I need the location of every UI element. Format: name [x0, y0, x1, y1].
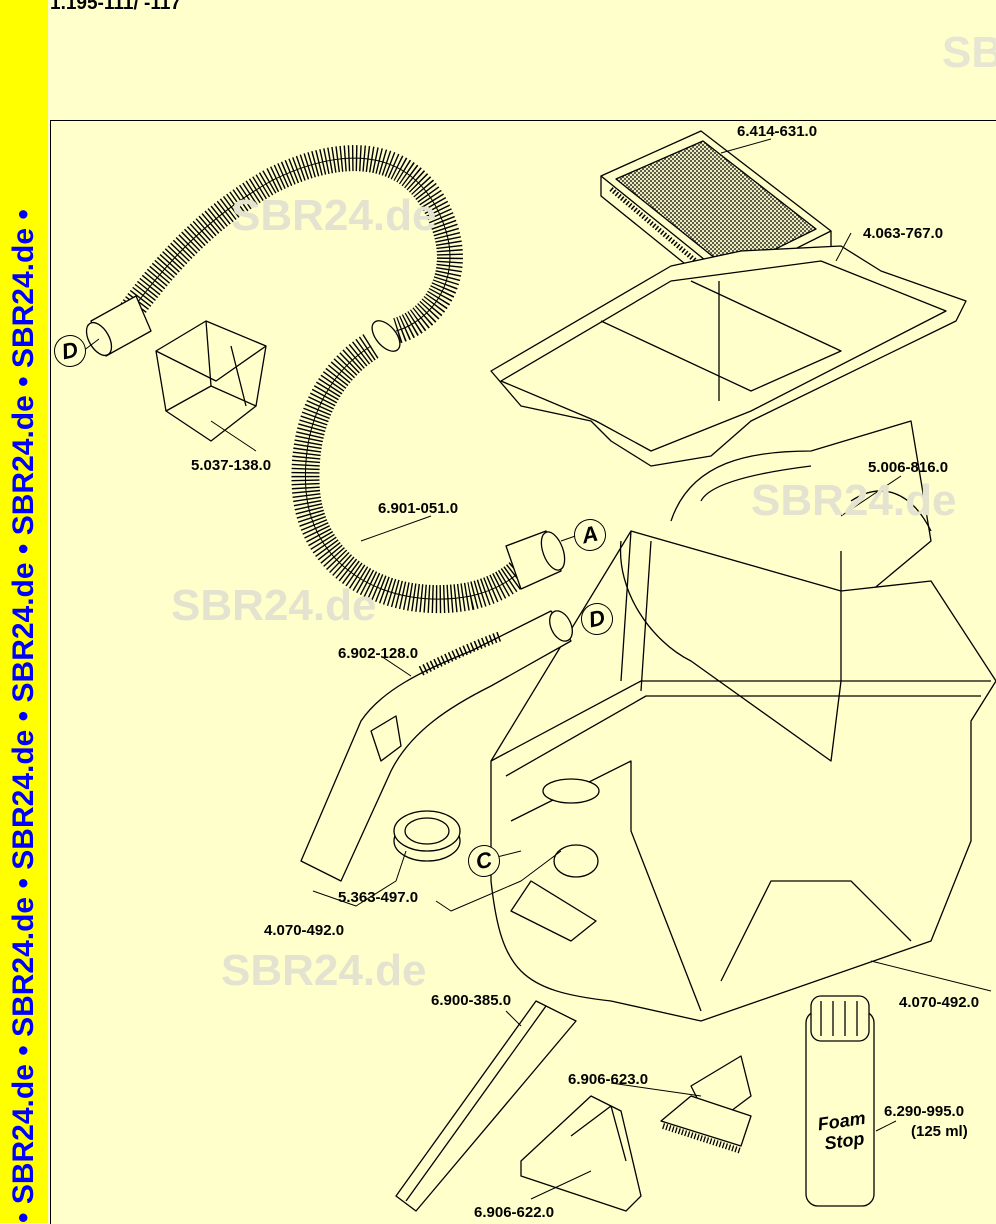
watermark: SBR24.de — [171, 581, 377, 630]
part-label-hose: 6.901-051.0 — [378, 500, 459, 517]
hose-handle-drawing — [300, 610, 573, 882]
parts-illustration — [82, 130, 996, 1212]
document-number: 1.195-111/ -117 — [50, 0, 182, 14]
part-label-float-cage: 5.006-816.0 — [868, 459, 949, 476]
part-label-filter: 6.414-631.0 — [737, 123, 818, 140]
part-label-foam-stop: 6.290-995.0 — [884, 1103, 965, 1120]
watermark-sidebar: • SBR24.de • SBR24.de • SBR24.de • SBR24… — [0, 0, 48, 1223]
part-label-gasket: 4.070-492.0 — [264, 922, 345, 939]
dirt-container-drawing — [490, 530, 996, 1022]
crevice-nozzle-drawing — [395, 1000, 577, 1212]
part-label-crevice-nozzle: 6.900-385.0 — [431, 992, 512, 1009]
corner-watermark: SB — [942, 28, 996, 77]
part-label-floor-nozzle: 6.906-622.0 — [474, 1204, 555, 1221]
hose-clip-drawing — [155, 320, 267, 442]
seal-ring-drawing — [393, 810, 461, 862]
foam-stop-bottle-drawing — [805, 995, 875, 1207]
float-cage-drawing — [670, 420, 932, 592]
part-label-lid: 4.063-767.0 — [863, 225, 944, 242]
leader-lines — [82, 138, 992, 1200]
part-label-foam-stop-volume: (125 ml) — [911, 1123, 968, 1140]
exploded-parts-diagram: SBR24.de SBR24.de SBR24.de SBR24.de 6.41… — [50, 120, 996, 1224]
part-label-handle: 6.902-128.0 — [338, 645, 419, 662]
part-label-seal-ring: 5.363-497.0 — [338, 889, 419, 906]
part-label-upholstery-nozzle: 6.906-623.0 — [568, 1071, 649, 1088]
watermark: SBR24.de — [221, 946, 427, 995]
suction-hose-drawing — [85, 145, 566, 614]
part-label-clip: 5.037-138.0 — [191, 457, 272, 474]
watermark: SBR24.de — [751, 476, 957, 525]
part-label-gasket-right: 4.070-492.0 — [899, 994, 980, 1011]
container-lid-drawing — [490, 245, 967, 467]
bottle-label: Foam Stop — [811, 1107, 876, 1155]
watermark: SBR24.de — [231, 191, 437, 240]
floor-nozzle-drawing — [520, 1095, 642, 1212]
upholstery-brush-drawing — [660, 1055, 752, 1154]
sidebar-watermark-text: • SBR24.de • SBR24.de • SBR24.de • SBR24… — [7, 209, 40, 1223]
